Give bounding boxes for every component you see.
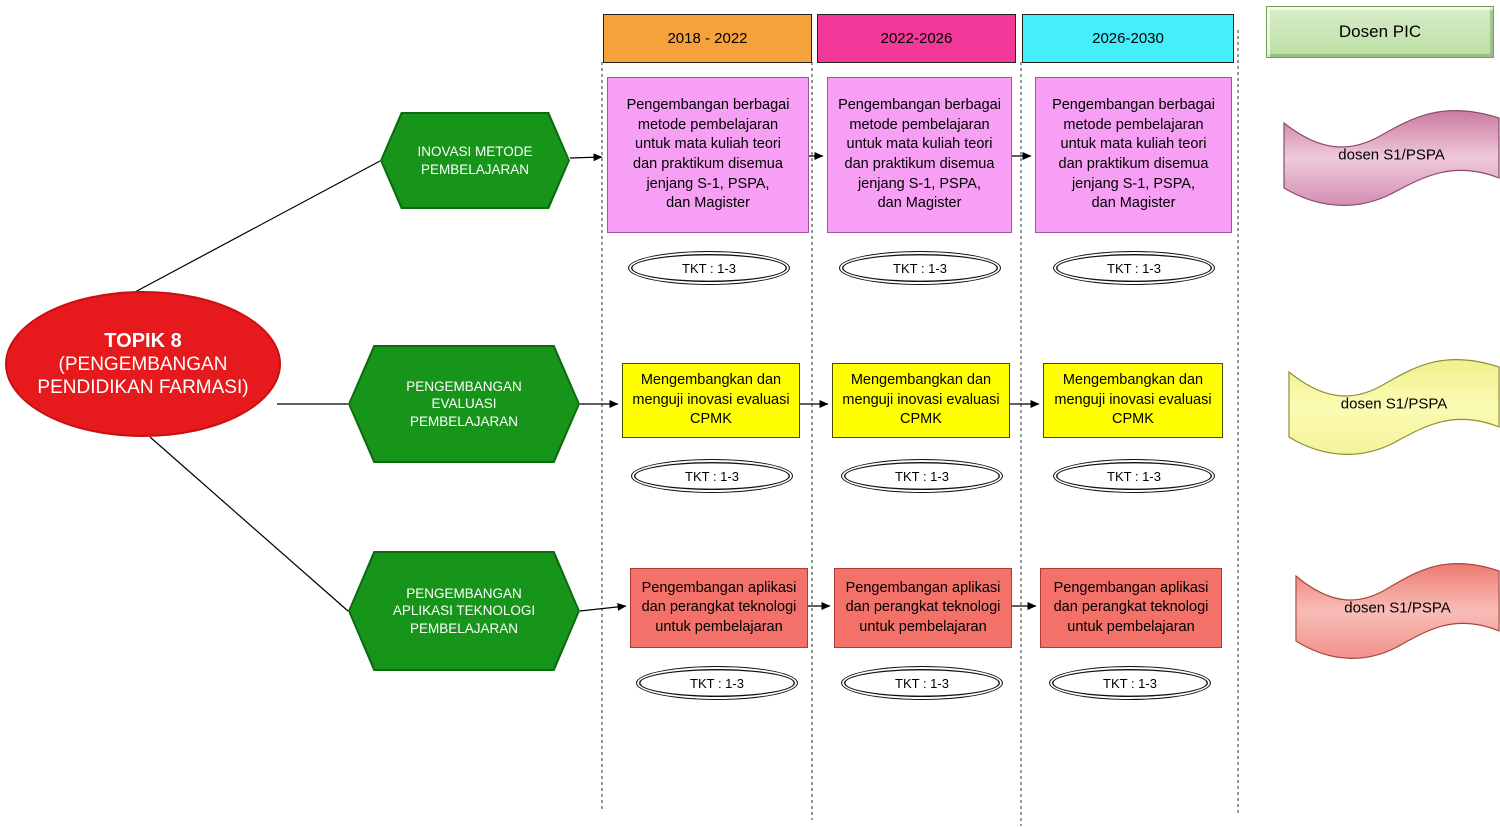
wave-shape-salmon: [1295, 563, 1500, 659]
period-header-2022-2026: 2022-2026: [817, 14, 1016, 63]
pic-wave-row3: dosen S1/PSPA: [1295, 551, 1500, 663]
pic-label-row1: dosen S1/PSPA: [1338, 146, 1445, 164]
tkt-badge-row3-col3: TKT : 1-3: [1049, 666, 1211, 700]
cell-row2-col1: Mengembangkan dan menguji inovasi evalua…: [622, 363, 800, 438]
cell-row3-col2: Pengembangan aplikasi dan perangkat tekn…: [834, 568, 1012, 648]
hexagon-label: PENGEMBANGAN EVALUASI PEMBELAJARAN: [350, 347, 578, 461]
cell-row1-col2: Pengembangan berbagai metode pembelajara…: [827, 77, 1012, 233]
topic-branch-lines: [134, 160, 381, 612]
hexagon-pengembangan-evaluasi: PENGEMBANGAN EVALUASI PEMBELAJARAN: [348, 345, 580, 463]
cell-row3-col1: Pengembangan aplikasi dan perangkat tekn…: [630, 568, 808, 648]
flow-arrows: [569, 152, 1040, 612]
cell-row3-col3: Pengembangan aplikasi dan perangkat tekn…: [1040, 568, 1222, 648]
period-header-2018-2022: 2018 - 2022: [603, 14, 812, 63]
topic-ellipse: TOPIK 8 (PENGEMBANGAN PENDIDIKAN FARMASI…: [5, 291, 281, 437]
tkt-badge-row1-col1: TKT : 1-3: [628, 251, 790, 285]
column-separator-lines: [601, 30, 1239, 826]
tkt-badge-row1-col3: TKT : 1-3: [1053, 251, 1215, 285]
hexagon-inovasi-metode: INOVASI METODE PEMBELAJARAN: [380, 112, 570, 209]
cell-row2-col2: Mengembangkan dan menguji inovasi evalua…: [832, 363, 1010, 438]
hexagon-label: INOVASI METODE PEMBELAJARAN: [382, 114, 568, 207]
period-header-2026-2030: 2026-2030: [1022, 14, 1234, 63]
wave-shape-yellow: [1288, 359, 1500, 455]
tkt-badge-row3-col1: TKT : 1-3: [636, 666, 798, 700]
wave-shape-pink: [1283, 110, 1500, 206]
tkt-badge-row3-col2: TKT : 1-3: [841, 666, 1003, 700]
tkt-badge-row2-col2: TKT : 1-3: [841, 459, 1003, 493]
topic-title: TOPIK 8: [104, 329, 182, 352]
tkt-badge-row2-col1: TKT : 1-3: [631, 459, 793, 493]
cell-row2-col3: Mengembangkan dan menguji inovasi evalua…: [1043, 363, 1223, 438]
dosen-pic-header: Dosen PIC: [1266, 6, 1494, 58]
pic-wave-row2: dosen S1/PSPA: [1288, 347, 1500, 459]
hexagon-label: PENGEMBANGAN APLIKASI TEKNOLOGI PEMBELAJ…: [350, 553, 578, 669]
cell-row1-col1: Pengembangan berbagai metode pembelajara…: [607, 77, 809, 233]
cell-row1-col3: Pengembangan berbagai metode pembelajara…: [1035, 77, 1232, 233]
pic-label-row3: dosen S1/PSPA: [1344, 599, 1451, 617]
pic-label-row2: dosen S1/PSPA: [1340, 395, 1448, 413]
tkt-badge-row1-col2: TKT : 1-3: [839, 251, 1001, 285]
hexagon-aplikasi-teknologi: PENGEMBANGAN APLIKASI TEKNOLOGI PEMBELAJ…: [348, 551, 580, 671]
topic-subtitle: (PENGEMBANGAN PENDIDIKAN FARMASI): [37, 354, 249, 399]
tkt-badge-row2-col3: TKT : 1-3: [1053, 459, 1215, 493]
pic-wave-row1: dosen S1/PSPA: [1283, 98, 1500, 210]
